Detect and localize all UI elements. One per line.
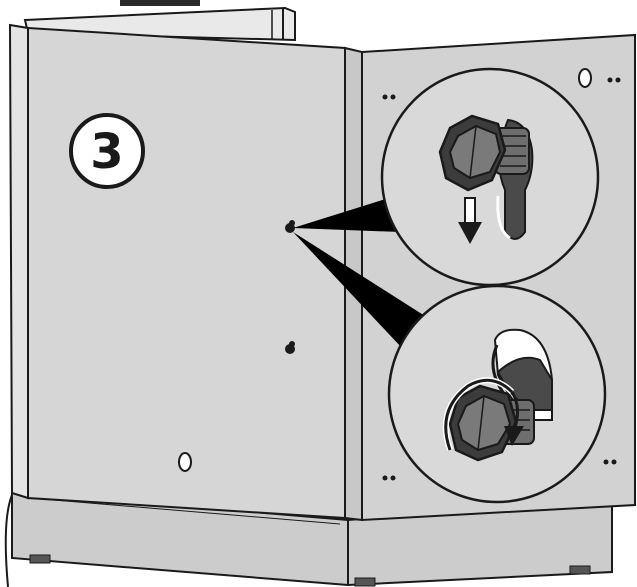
- keyhole-screw-lower: [285, 341, 295, 354]
- panel-hole: [178, 452, 192, 472]
- keyhole-screw-upper: [285, 220, 295, 233]
- callout-detail-upper: [380, 67, 600, 287]
- circled-number-icon: [69, 113, 145, 189]
- arrow-down-icon: [458, 197, 482, 244]
- panel-screw-holes: [382, 77, 621, 481]
- step-badge: 3: [69, 113, 145, 189]
- hex-bolt-icon: [448, 384, 535, 462]
- panel-hole: [578, 68, 592, 88]
- rotate-clockwise-icon: [442, 377, 524, 451]
- callout-detail-lower: [387, 284, 607, 504]
- hex-bolt-icon: [438, 114, 530, 192]
- left-side-panel: [8, 23, 363, 522]
- step-number: 3: [90, 124, 123, 180]
- callout-pointers: [293, 196, 425, 348]
